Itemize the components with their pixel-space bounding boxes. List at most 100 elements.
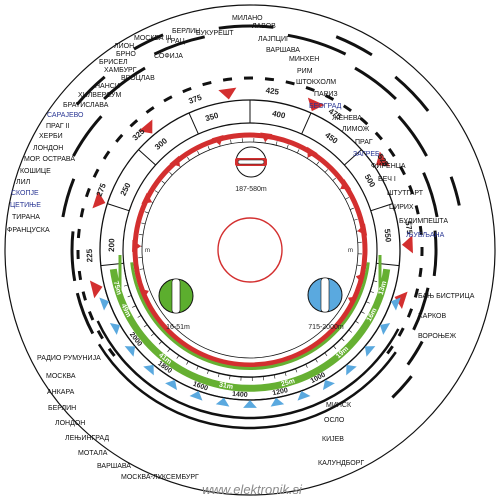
station-dash [79, 208, 85, 218]
center-spindle-hole [217, 217, 283, 283]
mw-inner-label: 550 [382, 228, 392, 243]
station-dash [387, 148, 396, 158]
station-dash [102, 150, 111, 160]
mw-tick [301, 112, 312, 135]
lw-minor-tick [355, 320, 359, 324]
mw-outer-label: 575 [403, 220, 414, 235]
lw-blue-triangle [270, 397, 285, 407]
lw-minor-tick [365, 301, 370, 304]
mw-inner-triangle [138, 288, 149, 300]
mw-minor-tick [139, 268, 144, 270]
station-dash [413, 288, 420, 298]
station-label: ПРАГ II [46, 123, 70, 130]
mw-inner-triangle [132, 239, 142, 253]
mw-minor-tick [350, 207, 354, 210]
station-label: ХИЛВЕРСУМ [78, 92, 121, 99]
mw-minor-tick [187, 156, 190, 161]
station-marker-arcs [61, 24, 461, 399]
scale-ring-inner-thin [141, 141, 359, 359]
station-label-bottom: РАДИО РУМУНИЈА [37, 355, 101, 362]
station-label: СКОПЈЕ [11, 190, 39, 197]
mw-tick [138, 149, 156, 166]
station-label-right: ВОРОЊЕЖ [418, 333, 457, 340]
station-label-bottom: МОСКВА-ЛУКСЕМБУРГ [121, 474, 199, 481]
station-dash [129, 119, 139, 128]
lw-blue-triangle [364, 346, 376, 357]
station-label: ЛИМОЖ [342, 126, 370, 133]
station-label: ПРАГ [355, 139, 373, 146]
lower-ring-outer [104, 288, 396, 401]
mw-outer-triangle [92, 191, 106, 209]
station-label-bottom: КИЈЕВ [322, 436, 344, 443]
unit-m-right: m [348, 248, 353, 254]
station-dash [418, 267, 423, 278]
mw-knob-range: 187-580m [235, 186, 267, 193]
station-marker-arc [397, 115, 428, 157]
mw-inner-triangle [357, 223, 368, 236]
station-label: ФИРЕНЦА [371, 163, 406, 170]
station-label: ЉУБЉАНА [406, 232, 445, 239]
sw-knob-range: 16-51m [166, 324, 190, 331]
station-label-bottom: ВАРШАВА [97, 463, 131, 470]
station-dash [264, 77, 275, 82]
station-marker-arc [449, 176, 461, 206]
station-label: ВАРШАВА [266, 47, 300, 54]
lw-minor-tick [127, 295, 132, 298]
lw-minor-tick [373, 280, 378, 282]
station-label: ШТОКХОЛМ [296, 79, 336, 86]
mw-inner-triangle [141, 192, 153, 204]
mw-outer-triangle [89, 280, 103, 299]
mw-outer-triangle [376, 151, 391, 167]
station-marker-arc [406, 340, 424, 366]
lw-minor-tick [295, 368, 298, 373]
station-marker-arc [133, 33, 164, 51]
mw-minor-tick [197, 150, 200, 155]
mw-pointer-triangles [89, 87, 413, 309]
lw-blue-ticks [99, 280, 401, 408]
station-label: МИЛАНО [232, 15, 263, 22]
station-label-bottom: ОСЛО [324, 417, 345, 424]
station-marker-arc [391, 375, 413, 399]
station-label-bottom: КАЛУНДБОРГ [318, 460, 364, 467]
station-dash [115, 133, 124, 143]
station-dash [342, 104, 352, 113]
watermark: www.elektronik.si [202, 482, 303, 497]
station-label: САРАЈЕВО [47, 112, 84, 119]
station-label: ШТУТГАРТ [387, 190, 424, 197]
mw-minor-tick [345, 197, 350, 200]
mw-tick [344, 149, 362, 166]
station-label: ФРАНЦУСКА [7, 227, 50, 234]
mw-tick [188, 112, 199, 135]
station-dash [408, 185, 415, 195]
lw-minor-tick [196, 365, 199, 370]
mw-minor-tick [353, 218, 358, 221]
station-label: БРИСЕЛ [99, 59, 128, 66]
lw-minor-tick [273, 374, 276, 379]
lw-blue-triangle [322, 379, 335, 391]
lw-minor-tick [207, 369, 209, 374]
unit-m-left: m [145, 248, 150, 254]
station-label: ВРОЦЛАВ [121, 75, 155, 82]
mw-minor-tick [139, 234, 144, 236]
mw-inner-label: 200 [107, 238, 116, 252]
mw-inner-triangle [211, 135, 224, 146]
lw-blue-triangle [109, 322, 121, 335]
lw-minor-tick [315, 358, 318, 363]
station-label: БЕЧ I [378, 176, 396, 183]
station-label: НАНСИ [95, 83, 120, 90]
lw-minor-tick [158, 341, 162, 345]
station-label-right: ХАРКОВ [418, 313, 446, 320]
lw-outer-arc [96, 320, 400, 420]
lw-scale-label: 1600 [192, 381, 209, 393]
station-label: ГРАЦ [167, 38, 186, 45]
station-label: ЛОНДОН [33, 145, 63, 152]
station-label-bottom: БЕРЛИН [48, 405, 76, 412]
lw-blue-triangle [379, 322, 391, 335]
mw-minor-tick [207, 146, 210, 150]
station-label-bottom: ЛЕЊИНГРАД [65, 435, 109, 442]
station-label: ЛИЛ [16, 179, 31, 186]
station-dash [202, 80, 212, 87]
lw-blue-triangle [297, 390, 311, 401]
lw-minor-tick [186, 360, 189, 365]
